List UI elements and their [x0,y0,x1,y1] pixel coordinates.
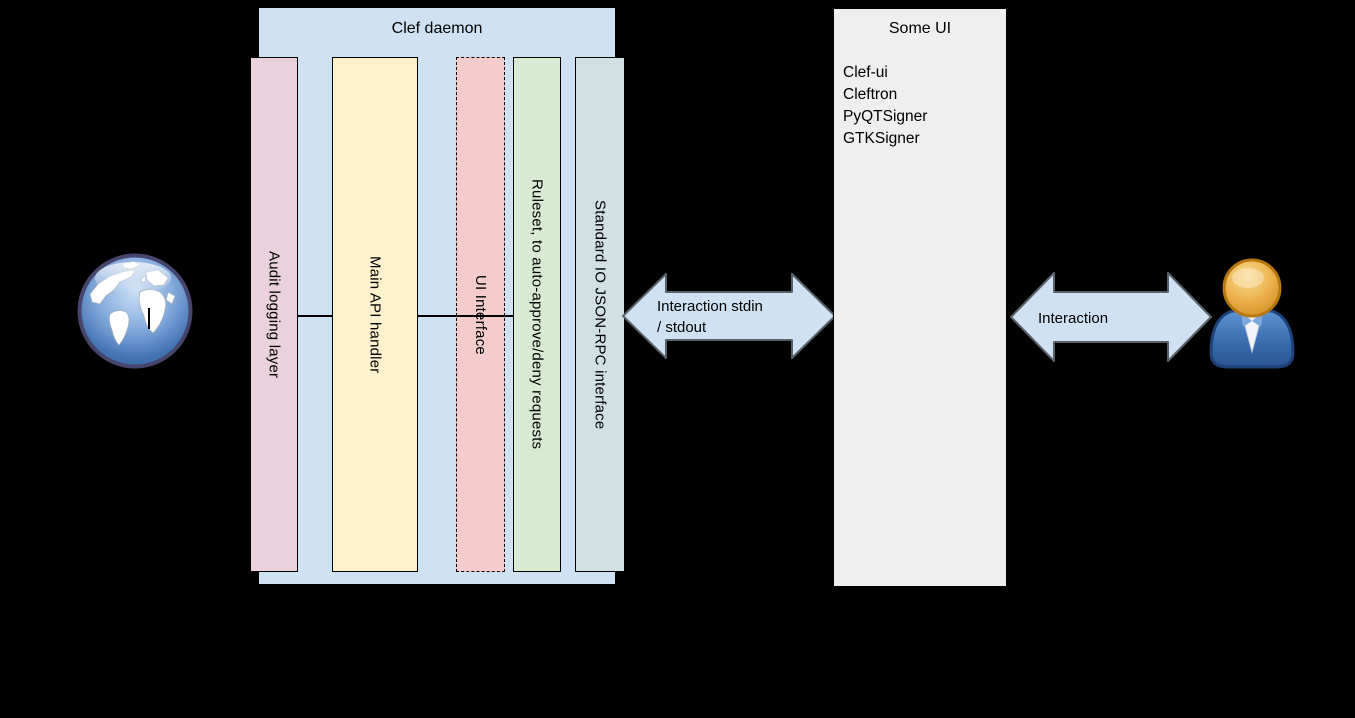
some-ui-item: Clef-ui [843,64,888,81]
layer-ruleset-label: Ruleset, to auto-approve/deny requests [528,179,546,450]
arrow-user-label: Interaction [1038,310,1109,327]
layer-stdio-jsonrpc-label: Standard IO JSON-RPC interface [591,199,609,430]
some-ui-item: PyQTSigner [843,108,928,125]
clef-daemon-title: Clef daemon [391,20,483,37]
double-arrow-user-icon [1010,272,1212,362]
layer-audit-logging-label: Audit logging layer [265,250,283,379]
connector-line-api-ruleset [417,315,514,317]
arrow-stdio-label: Interaction stdin / stdout [657,296,807,338]
globe-icon [77,253,193,369]
clef-daemon-box [258,7,616,585]
layer-ruleset: Ruleset, to auto-approve/deny requests [513,57,561,572]
layer-ui-interface: UI Interface [456,57,505,572]
some-ui-box [833,8,1007,587]
layer-audit-logging: Audit logging layer [250,57,298,572]
some-ui-title: Some UI [888,20,952,37]
connector-line-audit-api [297,315,333,317]
arrow-stdio-label-line1: Interaction stdin [657,298,763,315]
double-arrow-user-shape [1010,272,1212,362]
cursor-mark [148,308,150,329]
layer-stdio-jsonrpc: Standard IO JSON-RPC interface [575,57,625,572]
layer-ui-interface-label: UI Interface [472,274,489,355]
some-ui-item: Cleftron [843,86,898,103]
user-icon [1209,258,1295,369]
some-ui-list: Clef-ui Cleftron PyQTSigner GTKSigner [843,62,1003,150]
layer-main-api-handler: Main API handler [332,57,418,572]
some-ui-item: GTKSigner [843,130,920,147]
arrow-stdio-label-line2: / stdout [657,319,707,336]
layer-main-api-handler-label: Main API handler [366,255,384,374]
